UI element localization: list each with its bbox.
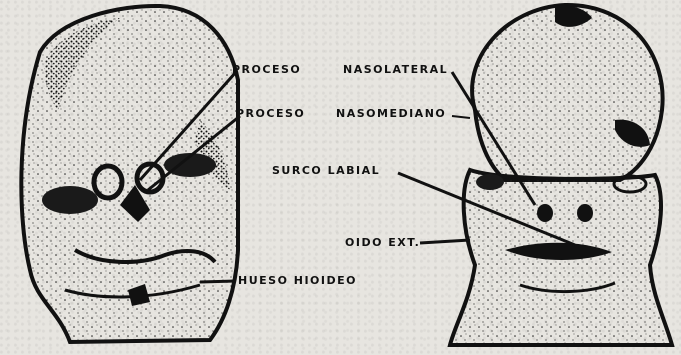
leader-hueso-hioideo	[200, 281, 236, 282]
label-oido-ext: OIDO EXT.	[345, 237, 420, 248]
label-proceso-lower: PROCESO	[236, 108, 305, 119]
label-nasolateral: NASOLATERAL	[343, 64, 448, 75]
left-eye-left	[42, 186, 98, 214]
right-cranium-outline	[472, 5, 663, 180]
right-eye-left	[476, 174, 504, 190]
label-nasomediano: NASOMEDIANO	[336, 108, 446, 119]
right-nostril-right	[577, 204, 593, 222]
label-hueso-hioideo: HUESO HIOIDEO	[238, 275, 357, 286]
label-surco-labial: SURCO LABIAL	[272, 165, 380, 176]
leader-oido-ext	[420, 240, 470, 243]
left-head-drawing	[21, 6, 238, 342]
right-head-drawing	[450, 5, 672, 345]
leader-nasomediano-right	[452, 116, 470, 118]
label-proceso-upper: PROCESO	[232, 64, 301, 75]
right-nostril-left	[537, 204, 553, 222]
